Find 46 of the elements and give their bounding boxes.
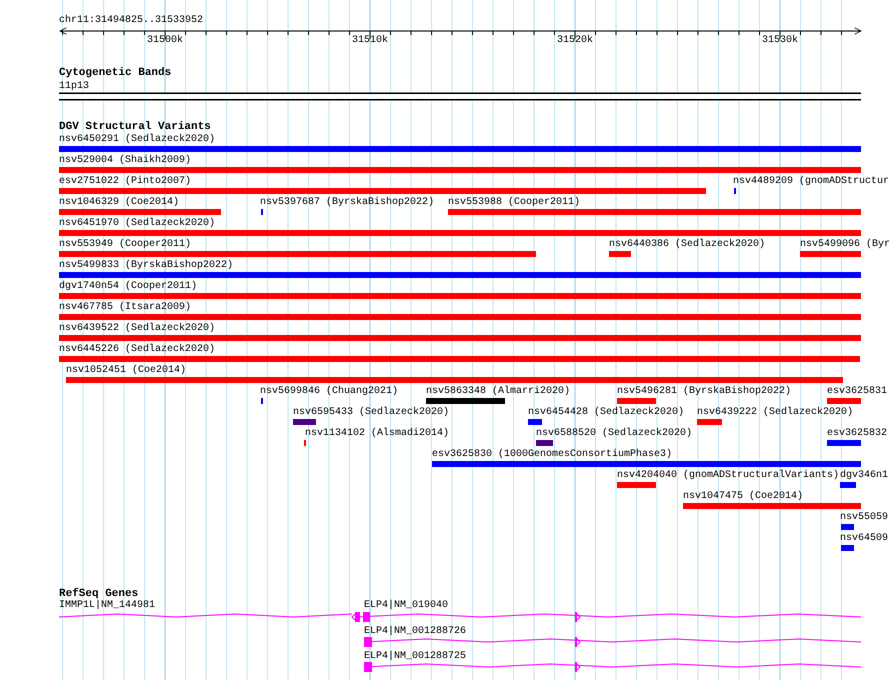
feature-label: nsv553949 (Cooper2011) bbox=[59, 239, 192, 250]
feature-label: nsv6440386 (Sedlazeck2020) bbox=[609, 239, 766, 250]
tick-label: 31520k bbox=[557, 35, 594, 46]
track-title: DGV Structural Variants bbox=[59, 121, 211, 133]
feature-label: nsv1046329 (Coe2014) bbox=[59, 197, 180, 208]
gene-label: ELP4|NM_001288725 bbox=[364, 651, 466, 662]
track-title: Cytogenetic Bands bbox=[59, 67, 172, 79]
feature-label: esv2751022 (Pinto2007) bbox=[59, 176, 192, 187]
tick-label: 31510k bbox=[352, 35, 388, 46]
feature-label: nsv6595433 (Sedlazeck2020) bbox=[293, 407, 450, 418]
feature-label: nsv1052451 (Coe2014) bbox=[66, 365, 186, 376]
feature-label: nsv553988 (Cooper2011) bbox=[448, 197, 580, 208]
feature-label: nsv6445226 (Sedlazeck2020) bbox=[59, 344, 216, 355]
feature-label: nsv55059 bbox=[840, 512, 888, 523]
feature-label: nsv6450291 (Sedlazeck2020) bbox=[59, 134, 216, 145]
feature-label: nsv4204040 (gnomADStructuralVariants) bbox=[617, 470, 840, 481]
track-title: RefSeq Genes bbox=[59, 588, 138, 600]
band-label: 11p13 bbox=[59, 81, 90, 92]
feature-label: dgv346n1 bbox=[840, 470, 888, 481]
tick-label: 31530k bbox=[762, 35, 798, 46]
feature-label: nsv5699846 (Chuang2021) bbox=[260, 386, 398, 397]
feature-label: nsv467785 (Itsara2009) bbox=[59, 302, 192, 313]
coordinate-range: chr11:31494825..31533952 bbox=[59, 15, 204, 26]
feature-label: nsv6588520 (Sedlazeck2020) bbox=[536, 428, 692, 439]
feature-label: nsv5499096 (Byr bbox=[800, 239, 890, 250]
feature-label: nsv5863348 (Almarri2020) bbox=[426, 386, 570, 397]
feature-label: nsv6439222 (Sedlazeck2020) bbox=[697, 407, 854, 418]
gene-label: IMMP1L|NM_144981 bbox=[59, 600, 156, 611]
gene-label: ELP4|NM_019040 bbox=[364, 600, 448, 611]
gene-label: ELP4|NM_001288726 bbox=[364, 626, 466, 637]
tick-label: 31500k bbox=[147, 35, 184, 46]
feature-label: nsv5499833 (ByrskaBishop2022) bbox=[59, 260, 234, 271]
feature-label: dgv1740n54 (Cooper2011) bbox=[59, 281, 198, 292]
feature-label: nsv5397687 (ByrskaBishop2022) bbox=[260, 197, 434, 208]
feature-label: nsv4489209 (gnomADStructur bbox=[733, 176, 890, 187]
feature-label: nsv5496281 (ByrskaBishop2022) bbox=[617, 386, 792, 397]
feature-label: esv3625832 bbox=[827, 428, 888, 439]
feature-label: nsv6439522 (Sedlazeck2020) bbox=[59, 323, 216, 334]
feature-label: esv3625831 bbox=[827, 386, 888, 397]
feature-label: nsv64509 bbox=[840, 533, 888, 544]
feature-label: nsv1047475 (Coe2014) bbox=[683, 491, 804, 502]
feature-label: nsv529004 (Shaikh2009) bbox=[59, 155, 192, 166]
feature-label: nsv1134102 (Alsmadi2014) bbox=[305, 428, 450, 439]
feature-label: nsv6451970 (Sedlazeck2020) bbox=[59, 218, 216, 229]
feature-label: esv3625830 (1000GenomesConsortiumPhase3) bbox=[432, 449, 672, 460]
feature-label: nsv6454428 (Sedlazeck2020) bbox=[528, 407, 684, 418]
